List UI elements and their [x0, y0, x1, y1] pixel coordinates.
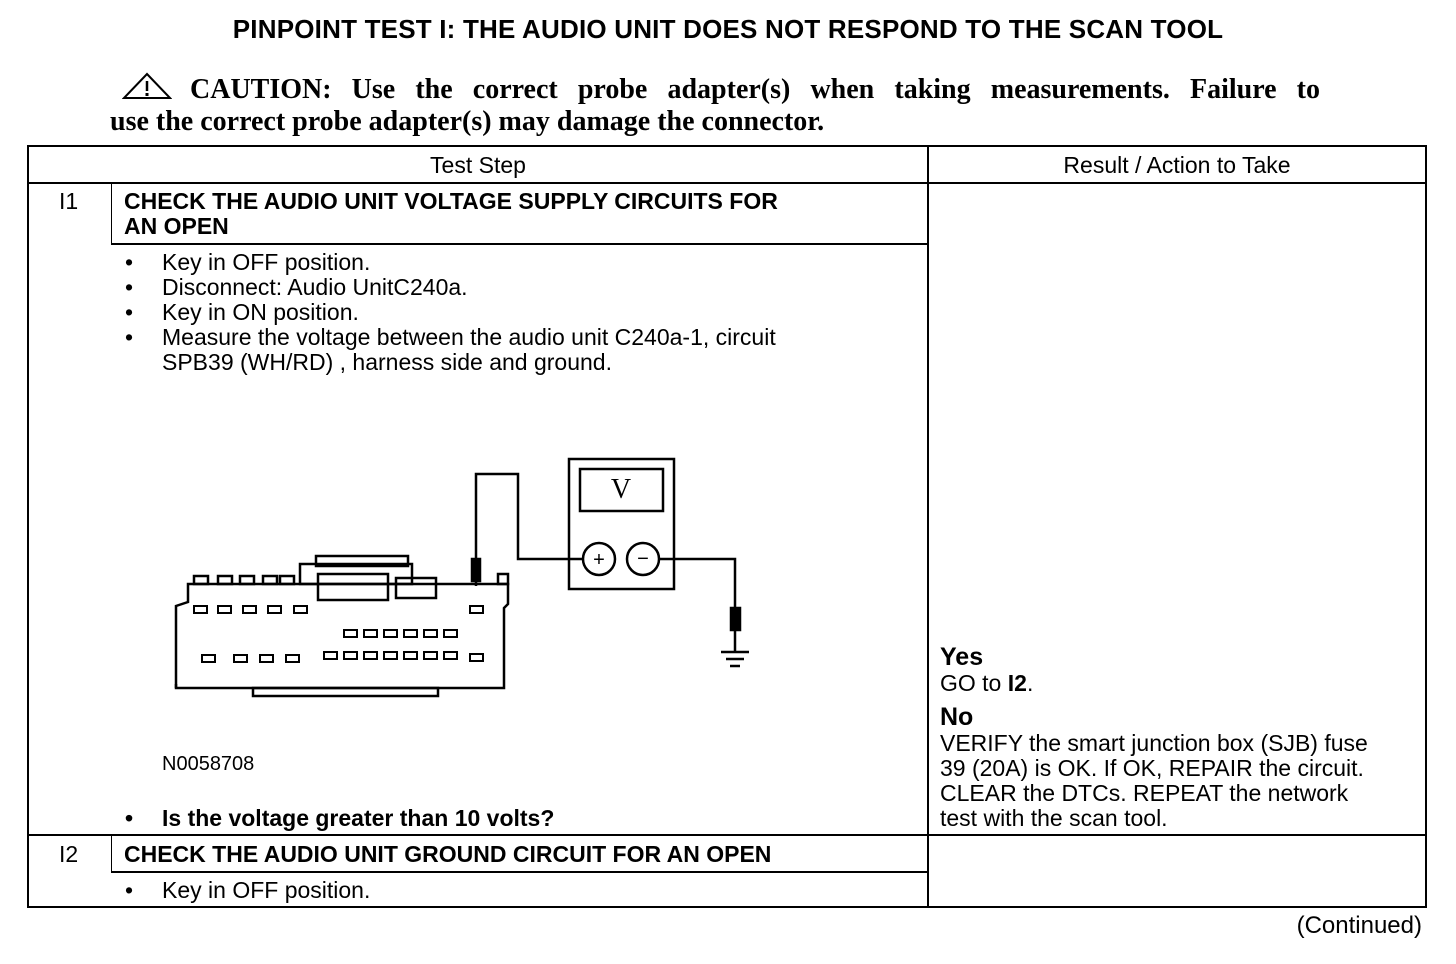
- list-item: Key in OFF position.: [125, 250, 776, 276]
- svg-text:+: +: [593, 549, 605, 571]
- warning-triangle-icon: [122, 72, 172, 99]
- no-action-line: VERIFY the smart junction box (SJB) fuse: [940, 730, 1368, 756]
- caution-text-line1: CAUTION: Use the correct probe adapter(s…: [190, 74, 1320, 105]
- yes-action: GO to I2.: [940, 670, 1034, 696]
- caution-text-line2: use the correct probe adapter(s) may dam…: [110, 106, 825, 137]
- figure-id: N0058708: [162, 753, 255, 775]
- step-heading-i2: CHECK THE AUDIO UNIT GROUND CIRCUIT FOR …: [124, 841, 772, 867]
- voltage-measurement-diagram: V + −: [174, 457, 749, 698]
- list-item-continuation: SPB39 (WH/RD) , harness side and ground.: [162, 349, 612, 375]
- svg-text:−: −: [637, 548, 649, 570]
- list-item: Disconnect: Audio UnitC240a.: [125, 275, 776, 301]
- header-test-step: Test Step: [430, 152, 526, 178]
- step-id-i2: I2: [59, 841, 79, 867]
- no-action-line: test with the scan tool.: [940, 805, 1168, 831]
- no-label: No: [940, 703, 974, 731]
- caution-note: CAUTION: Use the correct probe adapter(s…: [110, 72, 1320, 138]
- list-item: Key in OFF position.: [125, 878, 370, 904]
- list-item: Measure the voltage between the audio un…: [125, 325, 776, 351]
- list-item: Key in ON position.: [125, 300, 776, 326]
- no-action-line: 39 (20A) is OK. If OK, REPAIR the circui…: [940, 755, 1364, 781]
- page-title: PINPOINT TEST I: THE AUDIO UNIT DOES NOT…: [232, 14, 1224, 44]
- yes-label: Yes: [940, 643, 984, 671]
- step-bullets-i2: Key in OFF position.: [125, 878, 370, 904]
- header-result-action: Result / Action to Take: [1063, 152, 1291, 178]
- step-id-i1: I1: [59, 188, 79, 214]
- meter-label: V: [611, 474, 631, 505]
- step-bullets-i1: Key in OFF position. Disconnect: Audio U…: [125, 250, 776, 375]
- no-action-line: CLEAR the DTCs. REPEAT the network: [940, 780, 1349, 806]
- continued-label: (Continued): [1296, 912, 1422, 939]
- result-i1: Yes GO to I2. No VERIFY the smart juncti…: [940, 644, 1368, 831]
- step-heading-i1: CHECK THE AUDIO UNIT VOLTAGE SUPPLY CIRC…: [124, 188, 778, 239]
- voltmeter-icon: [567, 457, 676, 591]
- pinpoint-test-table: Test Step Result / Action to Take I1 CHE…: [27, 145, 1427, 908]
- question-text: Is the voltage greater than 10 volts?: [125, 806, 554, 832]
- step-question-i1: Is the voltage greater than 10 volts?: [125, 806, 554, 832]
